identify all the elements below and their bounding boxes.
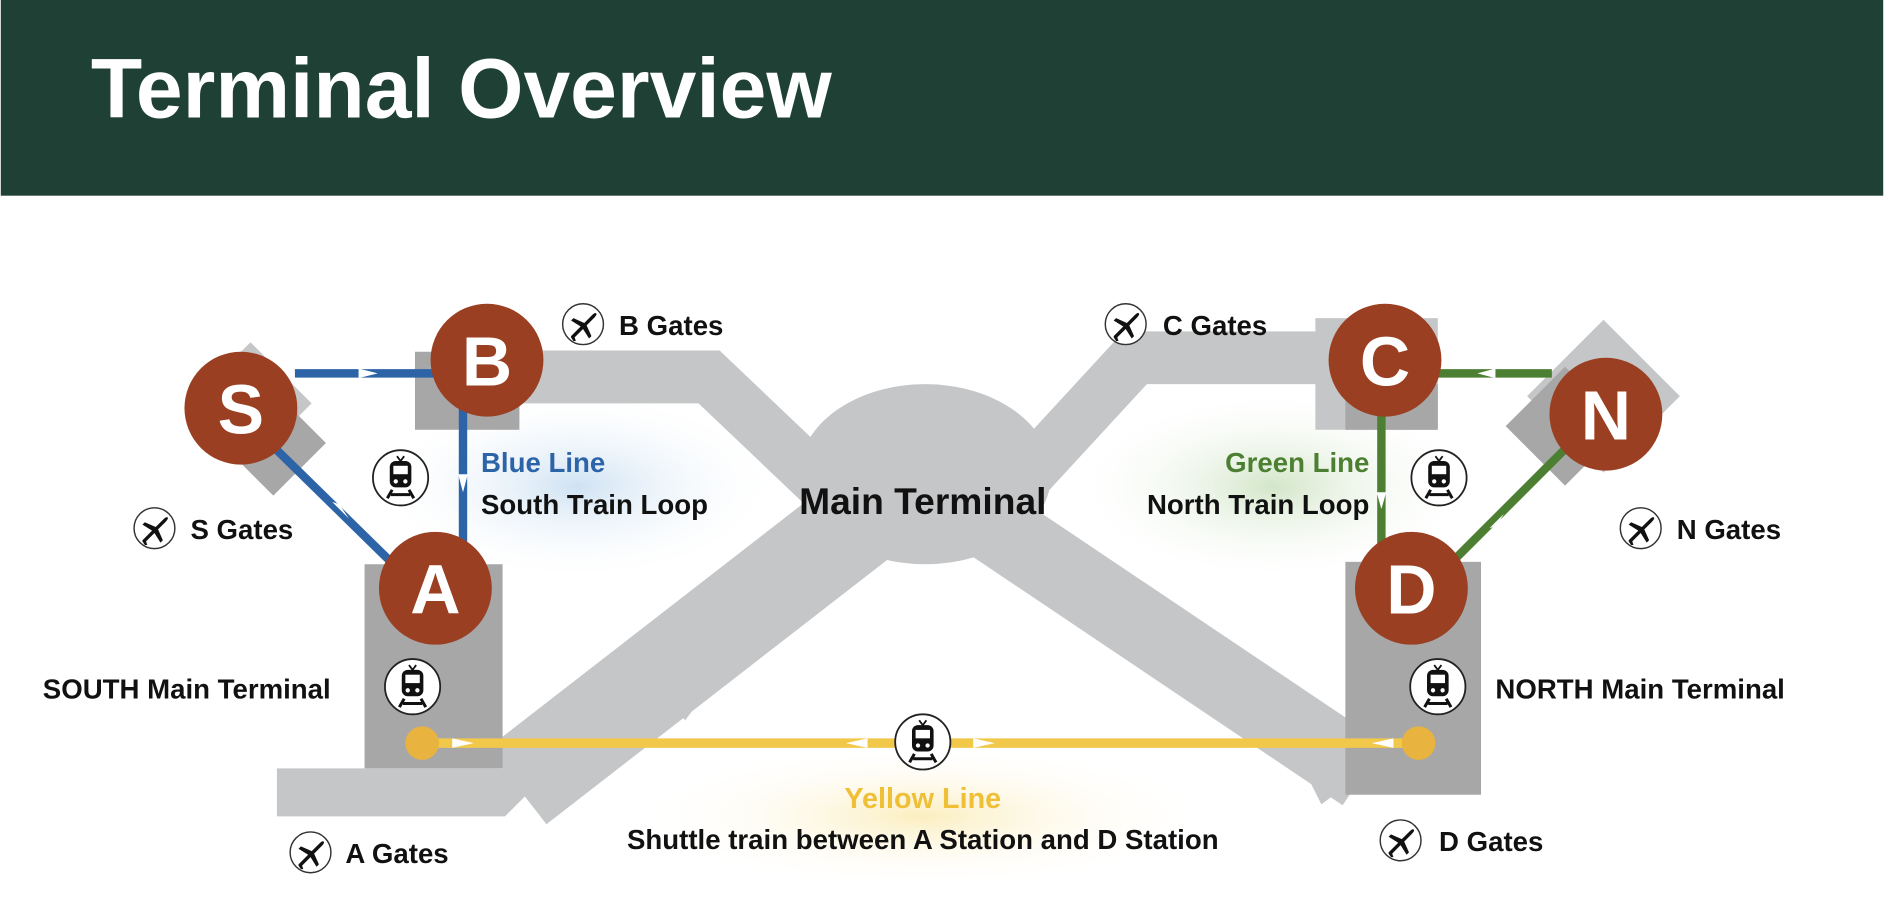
plane-icon	[1379, 819, 1422, 862]
direction-arrows	[332, 368, 1504, 748]
blue-line-desc: South Train Loop	[481, 489, 708, 520]
n-gates-label[interactable]: N Gates	[1677, 514, 1781, 545]
station-label: C	[1360, 322, 1410, 400]
page-title: Terminal Overview	[91, 42, 833, 136]
a-gates-label[interactable]: A Gates	[345, 838, 448, 869]
plane-icon	[289, 831, 332, 874]
green-line-name: Green Line	[1225, 447, 1369, 478]
station-a[interactable]: A	[378, 531, 492, 645]
south-terminal-label[interactable]: SOUTH Main Terminal	[43, 674, 331, 705]
header-bar	[0, 0, 1884, 196]
train-icon	[1408, 657, 1467, 716]
train-icon	[371, 448, 430, 507]
train-icon	[893, 712, 952, 772]
blue-line-name: Blue Line	[481, 447, 605, 478]
b-gates-label[interactable]: B Gates	[619, 310, 723, 341]
blue-line-glow	[372, 390, 782, 583]
green-line-desc: North Train Loop	[1147, 489, 1369, 520]
yellow-line-desc: Shuttle train between A Station and D St…	[627, 824, 1219, 855]
plane-icon	[1619, 507, 1662, 550]
d-gates-label[interactable]: D Gates	[1439, 826, 1543, 857]
main-terminal-label[interactable]: Main Terminal	[799, 480, 1046, 522]
green-line-glow	[1069, 390, 1478, 583]
station-n[interactable]: N	[1549, 357, 1663, 471]
station-label: A	[410, 550, 460, 628]
station-label: N	[1581, 376, 1631, 454]
station-label: D	[1386, 550, 1436, 628]
plane-icon	[133, 507, 176, 550]
station-c[interactable]: C	[1328, 303, 1442, 417]
s-gates-label[interactable]: S Gates	[190, 514, 293, 545]
station-label: B	[462, 322, 512, 400]
train-icon	[383, 657, 442, 716]
station-d[interactable]: D	[1354, 531, 1468, 645]
station-s[interactable]: S	[184, 351, 298, 465]
plane-icon	[561, 303, 605, 346]
c-gates-label[interactable]: C Gates	[1163, 310, 1267, 341]
station-label: S	[218, 370, 264, 448]
yellow-line-glow	[634, 744, 1211, 889]
station-b[interactable]: B	[430, 303, 544, 417]
plane-icon	[1104, 303, 1147, 346]
north-terminal-label[interactable]: NORTH Main Terminal	[1495, 674, 1784, 705]
train-icon	[1409, 448, 1469, 507]
yellow-line-name: Yellow Line	[844, 783, 1001, 815]
